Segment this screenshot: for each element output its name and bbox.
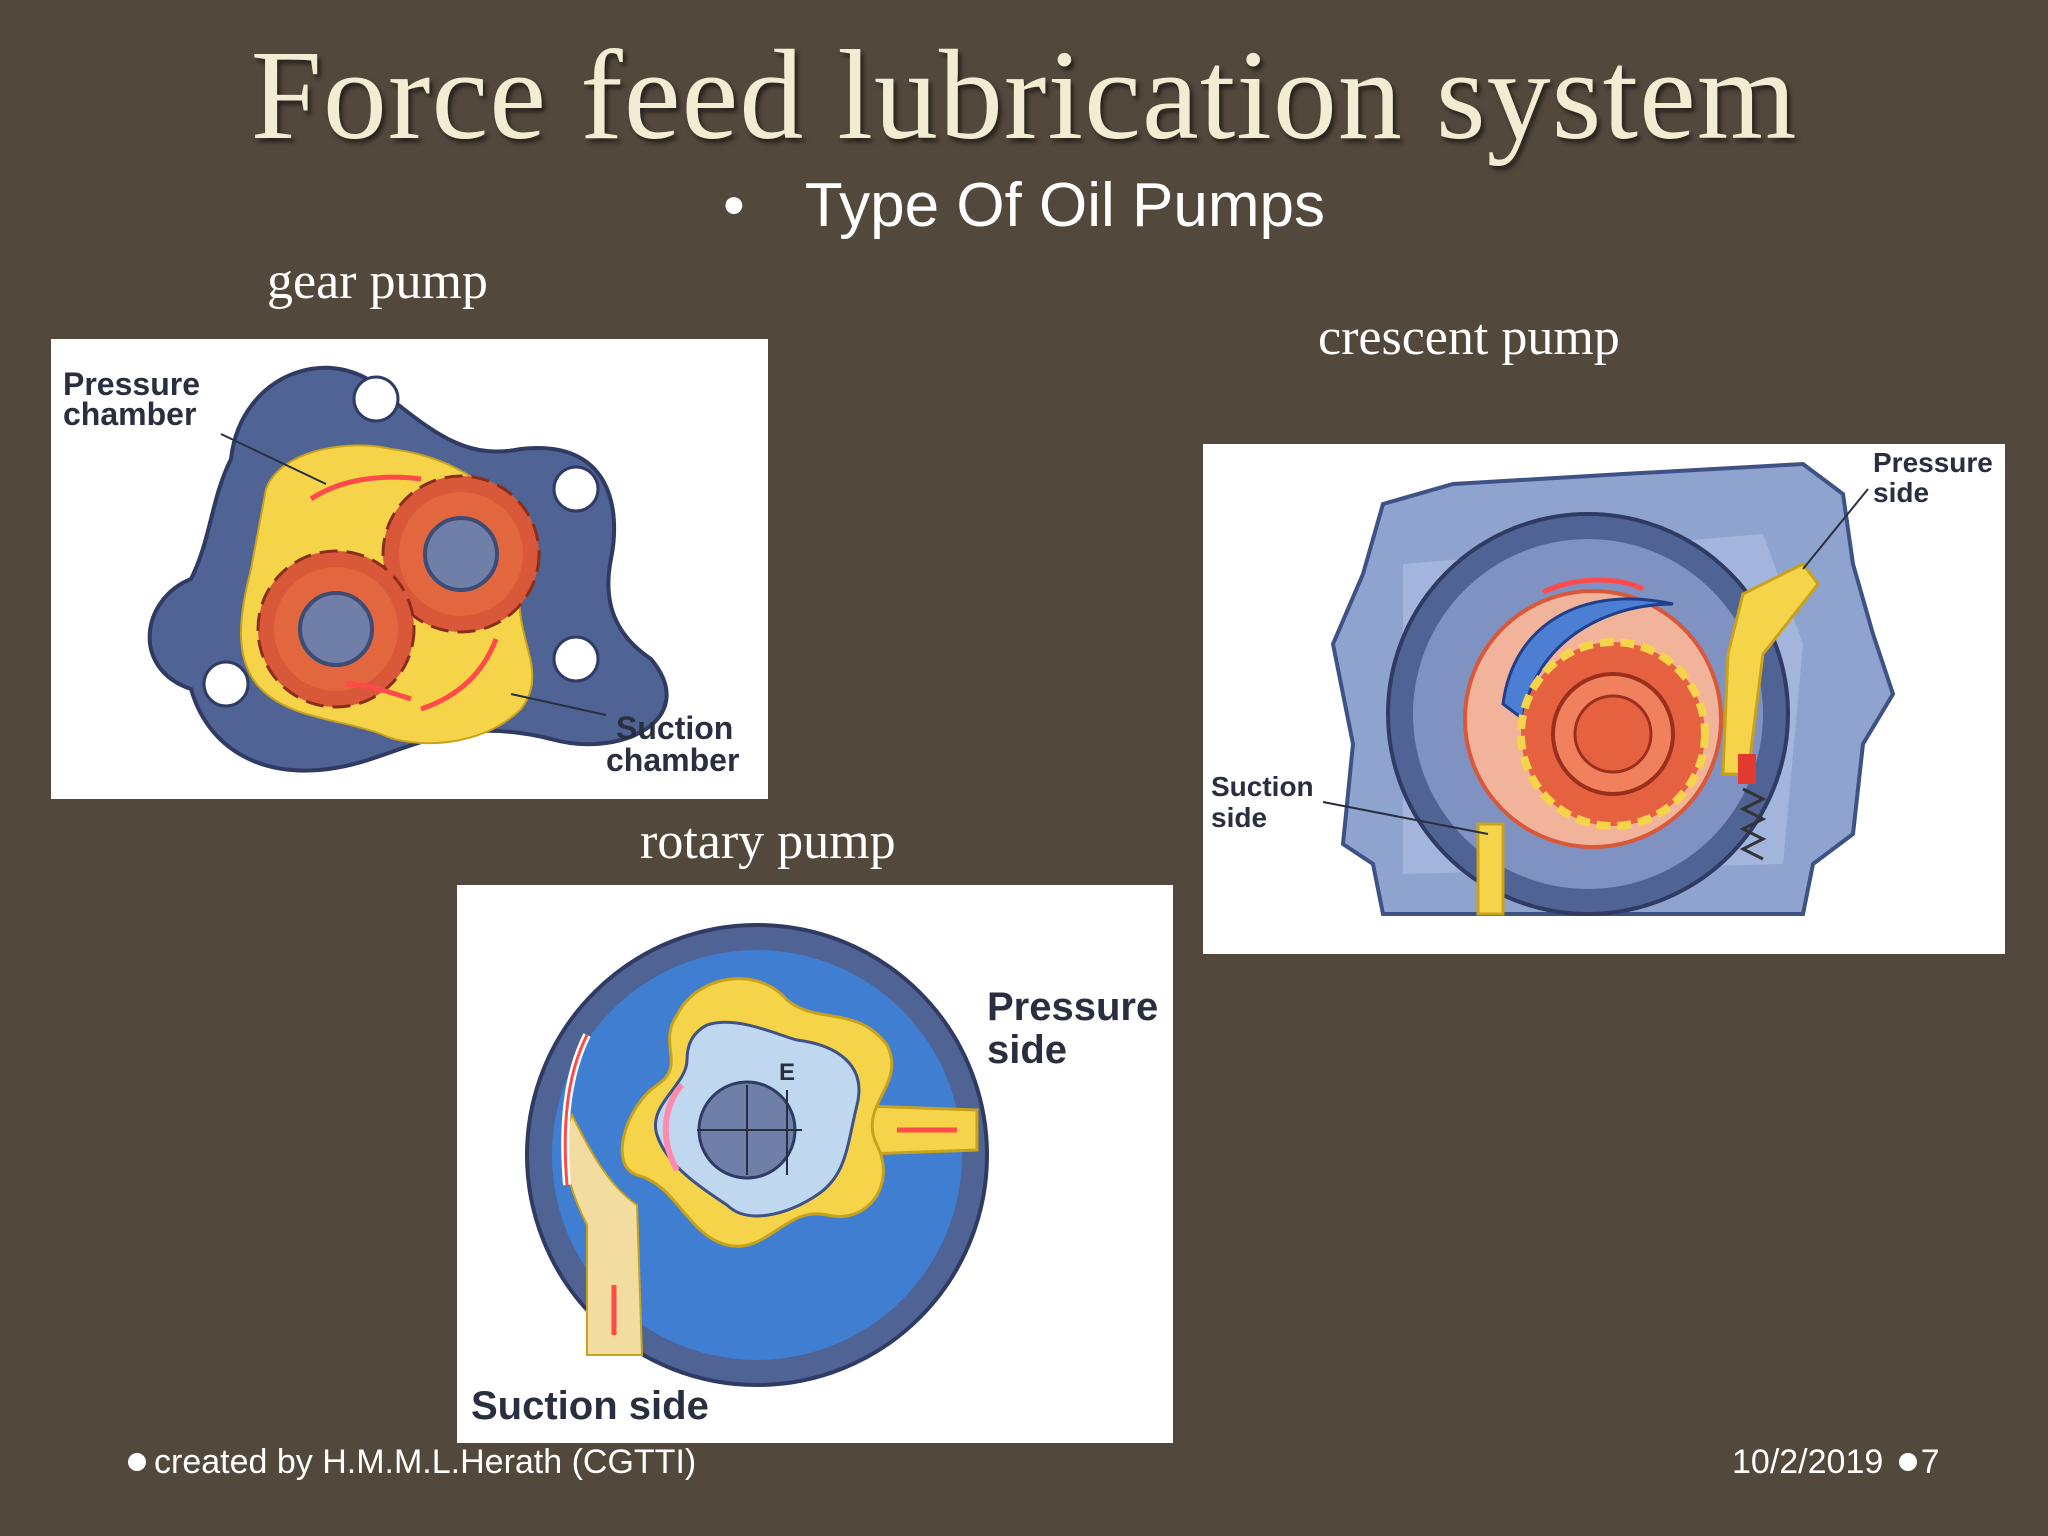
lower-gear [256, 549, 416, 709]
crescent-pump-diagram: Pressure side Suction side [1203, 444, 2005, 954]
gear-pump-pressure-label: Pressure chamber [63, 366, 200, 432]
footer-separator-icon [1898, 1453, 1917, 1472]
upper-gear [381, 474, 541, 634]
subtitle-bullet: • [723, 171, 745, 240]
crescent-pump-suction-leader [1322, 801, 1489, 835]
footer-page-number: 7 [1920, 1443, 1940, 1481]
crescent-pump-caption: crescent pump [1318, 309, 1620, 366]
svg-text:chamber: chamber [606, 742, 739, 778]
svg-text:Pressure: Pressure [987, 985, 1158, 1029]
crescent-pump-pressure-label: Pressure side [1873, 447, 1993, 508]
svg-text:side: side [987, 1028, 1067, 1072]
gear-pump-pressure-leader [220, 433, 327, 485]
rotary-pump-caption: rotary pump [640, 813, 896, 870]
gear-pump-suction-label: Suction chamber [606, 710, 739, 778]
rotary-pump-pressure-label: Pressure side [987, 985, 1158, 1072]
svg-text:Suction: Suction [616, 710, 733, 746]
svg-text:chamber: chamber [63, 396, 196, 432]
footer-author-text: created by H.M.M.L.Herath (CGTTI) [154, 1443, 697, 1481]
slide-subtitle: • Type Of Oil Pumps [0, 170, 2048, 241]
svg-text:Pressure: Pressure [1873, 447, 1993, 478]
eccentricity-mark: E [779, 1059, 795, 1086]
gear-pump-suction-leader [510, 693, 607, 716]
relief-valve-spring [1739, 787, 1767, 861]
gear-pump-flow-arrows [309, 474, 499, 712]
crescent-pump-pressure-leader [1802, 488, 1869, 570]
crescent-separator [1501, 597, 1674, 722]
footer-date-page: 10/2/2019 7 [1732, 1443, 1940, 1482]
rotary-pump-suction-label: Suction side [471, 1384, 709, 1428]
footer-bullet-icon [128, 1453, 146, 1472]
slide-title: Force feed lubrication system [250, 24, 1798, 166]
gear-pump-diagram: Pressure chamber Suction chamber [51, 339, 768, 799]
svg-text:Suction: Suction [1211, 771, 1314, 802]
gear-pump-caption: gear pump [267, 253, 488, 310]
svg-text:side: side [1211, 802, 1267, 833]
subtitle-text: Type Of Oil Pumps [804, 171, 1325, 240]
crescent-pump-suction-label: Suction side [1211, 771, 1314, 833]
relief-valve [1738, 754, 1756, 784]
crescent-pump-flow-arrow [1541, 577, 1645, 595]
footer-author: created by H.M.M.L.Herath (CGTTI) [128, 1443, 696, 1482]
rotary-pump-diagram: E Pressure side Suction side [457, 885, 1173, 1443]
svg-text:Pressure: Pressure [63, 366, 200, 402]
rotary-pump-flow-arrow-inner [662, 1082, 685, 1172]
footer-date: 10/2/2019 [1732, 1443, 1884, 1481]
svg-text:side: side [1873, 477, 1929, 508]
